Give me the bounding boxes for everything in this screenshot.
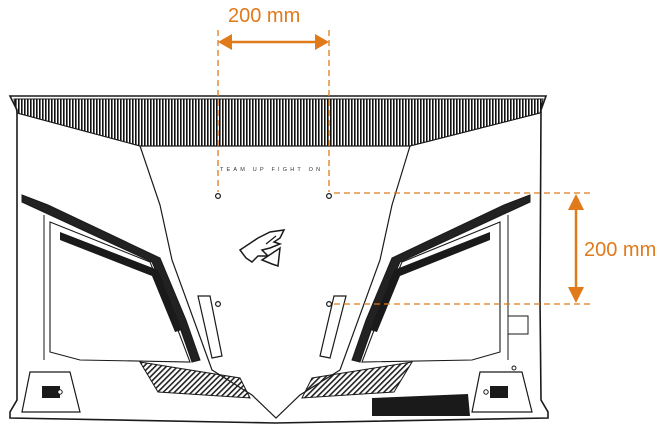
right-wing-slash-outer xyxy=(351,194,531,363)
side-button xyxy=(507,315,529,335)
vesa-hole-bottom-left xyxy=(215,301,222,308)
center-body-panel xyxy=(139,145,411,419)
io-port-panel xyxy=(372,394,470,416)
left-fin xyxy=(197,295,223,359)
left-wing-panel xyxy=(49,221,191,363)
vesa-hole-top-left xyxy=(215,193,222,200)
horizontal-dimension-guides xyxy=(217,30,330,192)
left-diagonal-edge xyxy=(16,112,141,147)
bottom-left-vent xyxy=(139,361,251,399)
right-fin xyxy=(319,295,347,359)
right-inner-slash xyxy=(370,232,490,332)
bottom-right-vent xyxy=(301,361,413,399)
vertical-dimension-guides xyxy=(334,192,590,305)
right-wing-panel xyxy=(361,221,501,363)
side-led xyxy=(511,365,517,371)
vesa-hole-bottom-right xyxy=(326,301,333,308)
bottom-right-vent-slot xyxy=(490,386,508,398)
rear-slogan-text: TEAM UP FIGHT ON xyxy=(220,167,323,173)
vesa-hole-top-right xyxy=(326,193,333,200)
vertical-dimension-arrow xyxy=(568,194,584,303)
aorus-eagle-logo xyxy=(238,229,286,268)
bottom-left-screw xyxy=(57,389,63,395)
horizontal-dimension-label: 200 mm xyxy=(228,5,300,27)
right-diagonal-edge xyxy=(409,112,541,147)
left-inner-slash xyxy=(60,232,182,332)
bottom-left-vent-slot xyxy=(42,386,60,398)
bottom-right-screw xyxy=(483,389,489,395)
horizontal-dimension-arrow xyxy=(218,34,329,50)
left-wing-slash-outer xyxy=(21,194,201,363)
vertical-dimension-label: 200 mm xyxy=(584,239,656,261)
